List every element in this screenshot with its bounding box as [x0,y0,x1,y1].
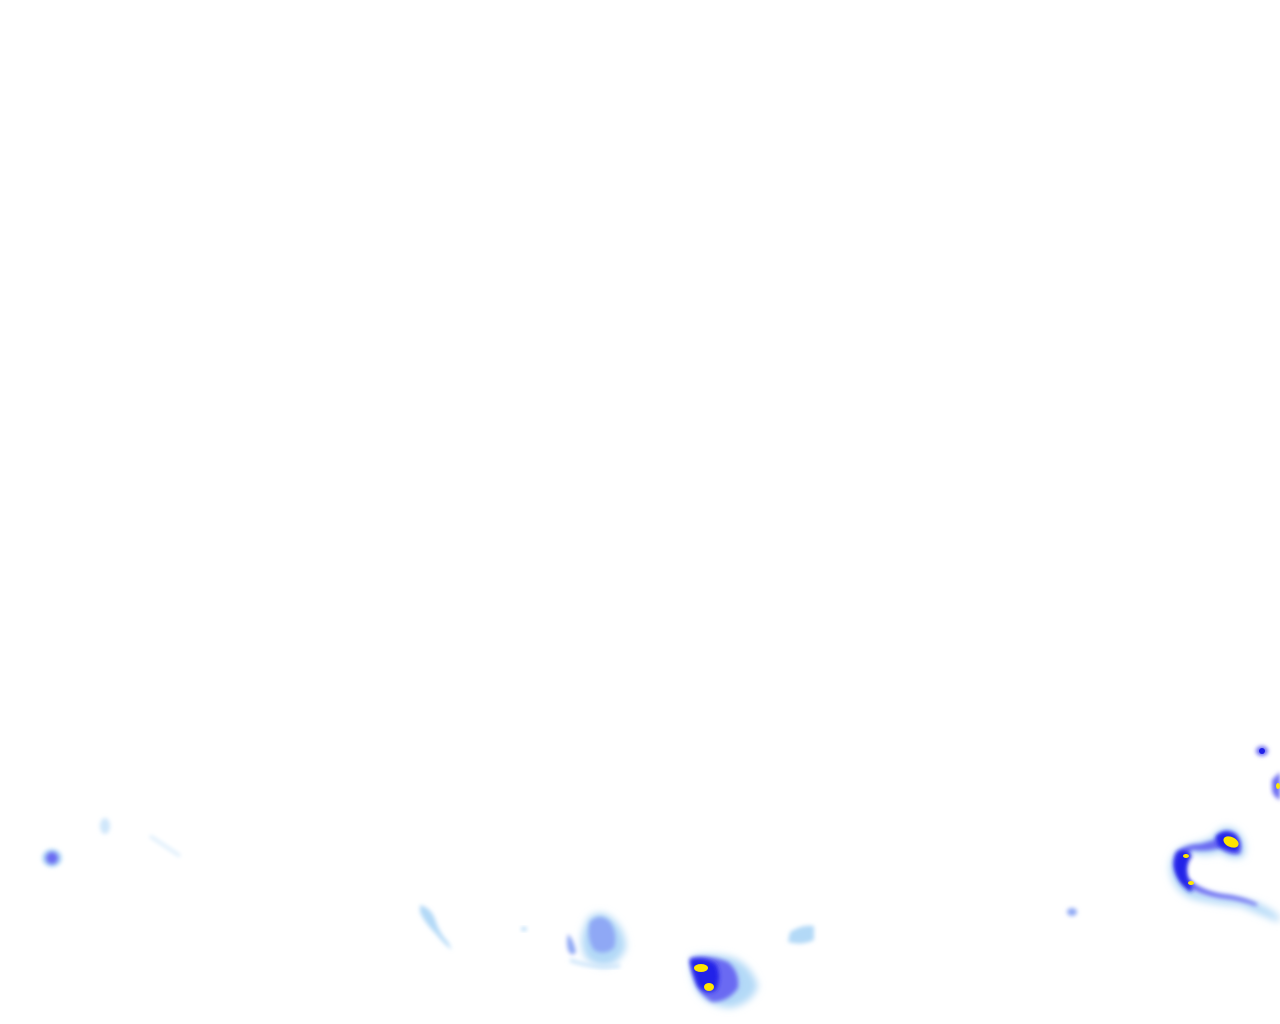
south-light-patch [788,925,814,944]
east-arc-band [1170,827,1280,922]
south-heavy-cell [690,954,758,1008]
east-edge-cell-lower [1272,772,1280,800]
east-edge-cell-upper [1256,746,1268,756]
west-small-cell [42,849,62,867]
east-small-speck [1067,908,1077,916]
west-faint-streak [149,834,181,858]
west-faint-speck [100,818,110,834]
south-central-moderate-cell [567,913,626,969]
south-central-speck [521,927,527,931]
south-central-light-streak [420,905,452,950]
